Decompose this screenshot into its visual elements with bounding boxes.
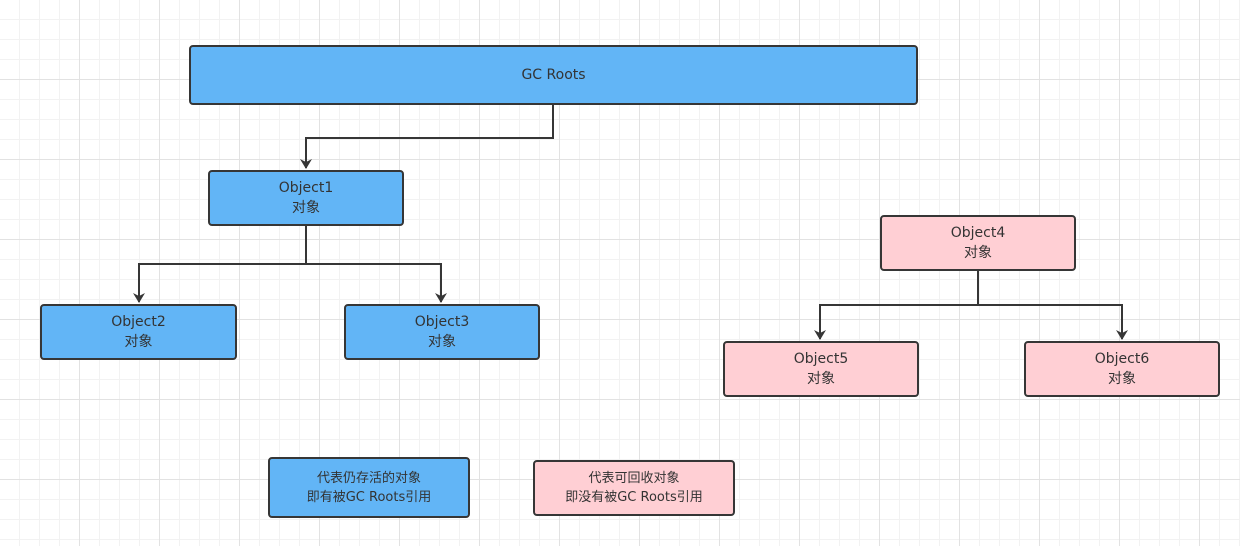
object5-name: Object5 (793, 351, 849, 367)
legend-dead[interactable]: 代表可回收对象 即没有被GC Roots引用 (533, 460, 735, 516)
gc-roots-label: GC Roots (521, 67, 586, 83)
legend-dead-line1: 代表可回收对象 (588, 471, 680, 486)
object3-node[interactable]: Object3 对象 (344, 304, 540, 360)
object6-sublabel: 对象 (1108, 371, 1136, 387)
connector-object1-to-object2 (133, 226, 307, 303)
legend-alive-line2: 即有被GC Roots引用 (306, 489, 432, 505)
object3-sublabel: 对象 (428, 334, 456, 350)
object2-name: Object2 (111, 314, 166, 330)
legend-alive[interactable]: 代表仍存活的对象 即有被GC Roots引用 (268, 457, 470, 518)
object1-node[interactable]: Object1 对象 (208, 170, 404, 226)
object1-sublabel: 对象 (292, 200, 320, 216)
connector-gc-roots-to-object1 (300, 105, 554, 169)
object5-sublabel: 对象 (807, 371, 835, 387)
object2-sublabel: 对象 (124, 334, 153, 350)
object3-name: Object3 (414, 314, 470, 330)
object4-sublabel: 对象 (964, 245, 992, 261)
object5-node[interactable]: Object5 对象 (723, 341, 919, 397)
object6-node[interactable]: Object6 对象 (1024, 341, 1220, 397)
connector-object4-to-object5 (814, 271, 979, 340)
object1-name: Object1 (278, 180, 334, 196)
object2-node[interactable]: Object2 对象 (40, 304, 237, 360)
legend-dead-line2: 即没有被GC Roots引用 (565, 490, 703, 505)
object6-name: Object6 (1094, 351, 1150, 367)
object4-node[interactable]: Object4 对象 (880, 215, 1076, 271)
connector-object1-to-object3 (306, 263, 447, 303)
connector-object4-to-object6 (978, 304, 1128, 340)
legend-alive-line1: 代表仍存活的对象 (316, 470, 421, 486)
gc-roots-node[interactable]: GC Roots (189, 45, 918, 105)
object4-name: Object4 (950, 225, 1006, 241)
